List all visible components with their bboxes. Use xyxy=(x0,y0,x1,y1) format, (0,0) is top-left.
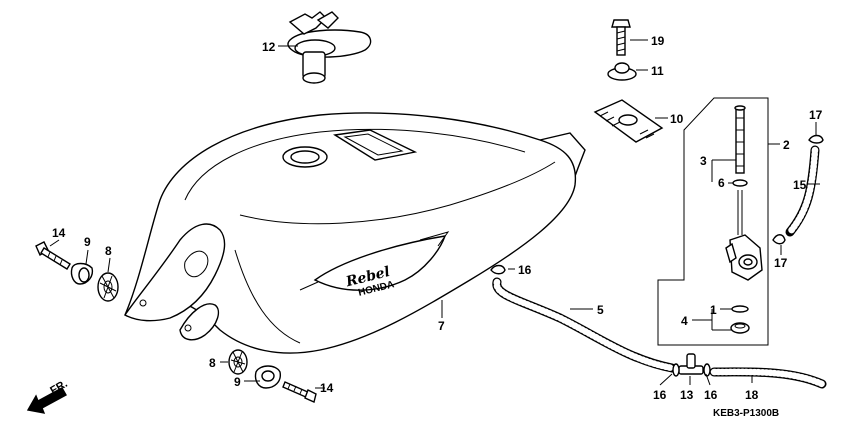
callout-8b: 8 xyxy=(209,356,216,370)
fuel-tank: Rebel HONDA xyxy=(123,112,586,354)
callout-3: 3 xyxy=(700,154,707,168)
callout-5: 5 xyxy=(597,303,604,317)
fuel-cap xyxy=(287,11,372,84)
callout-2: 2 xyxy=(783,138,790,152)
callout-4: 4 xyxy=(681,314,688,328)
washer-11 xyxy=(607,62,637,81)
callout-12: 12 xyxy=(262,40,276,54)
direction-label: FR. xyxy=(48,378,69,397)
leader-lines xyxy=(49,39,820,389)
callout-9b: 9 xyxy=(234,375,241,389)
callout-1: 1 xyxy=(710,303,717,317)
callout-17b: 17 xyxy=(774,256,788,270)
mount-parts-bottom xyxy=(228,349,317,403)
callout-9a: 9 xyxy=(84,235,91,249)
mount-parts-left xyxy=(35,241,119,302)
callout-16c: 16 xyxy=(704,388,718,402)
callout-11: 11 xyxy=(651,64,664,78)
callout-6: 6 xyxy=(718,176,725,190)
hose-15 xyxy=(772,134,824,245)
callout-8a: 8 xyxy=(105,244,112,258)
hose-5 xyxy=(490,264,677,373)
callout-19: 19 xyxy=(651,34,665,48)
diagram-code: KEB3-P1300B xyxy=(713,408,779,419)
hose-18 xyxy=(709,367,827,389)
callout-17a: 17 xyxy=(809,108,823,122)
callout-13: 13 xyxy=(680,388,694,402)
callout-15: 15 xyxy=(793,178,807,192)
callout-14a: 14 xyxy=(52,226,66,240)
callouts: 12 19 11 10 2 3 6 17 15 17 1 4 16 5 7 16… xyxy=(52,34,823,402)
rebel-badge: Rebel HONDA xyxy=(299,231,450,299)
pad-10 xyxy=(593,99,664,143)
t-joint-13 xyxy=(672,353,711,377)
callout-16a: 16 xyxy=(518,263,532,277)
bolt-19 xyxy=(611,19,631,56)
callout-10: 10 xyxy=(670,112,684,126)
callout-14b: 14 xyxy=(320,381,334,395)
callout-18: 18 xyxy=(745,388,759,402)
callout-16b: 16 xyxy=(653,388,667,402)
fuel-valve-assembly xyxy=(657,97,769,346)
callout-7: 7 xyxy=(438,319,445,333)
front-direction-arrow: FR. xyxy=(26,378,70,414)
